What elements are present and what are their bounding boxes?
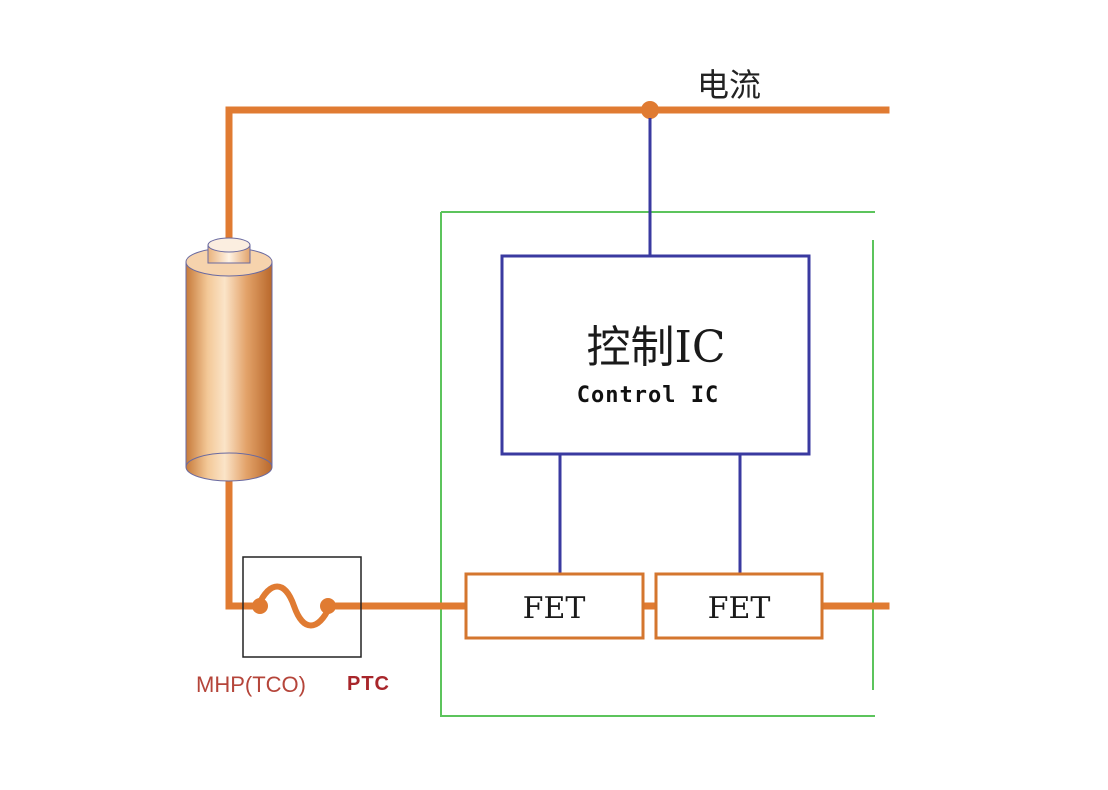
ptc-label: PTC [347,673,390,695]
cylindrical-battery-icon [185,237,273,482]
fet-box-2 [654,572,824,640]
thermal-fuse-icon [252,583,336,629]
control-ic-title-cn: 控制IC [586,322,725,373]
mhp-box [242,556,362,658]
protection-module-outline [440,211,875,717]
top-power-wire [225,106,890,254]
fet-box-1 [464,572,645,640]
fet-label-2: FET [708,591,771,626]
junction-dot [641,101,659,119]
control-ic-box [500,254,811,456]
current-label: 电流 [697,66,761,104]
control-ic-title-en: Control IC [577,383,719,408]
mhp-label: MHP(TCO) [196,672,306,697]
battery-lower-wire [225,476,262,610]
fet-label-1: FET [523,591,586,626]
